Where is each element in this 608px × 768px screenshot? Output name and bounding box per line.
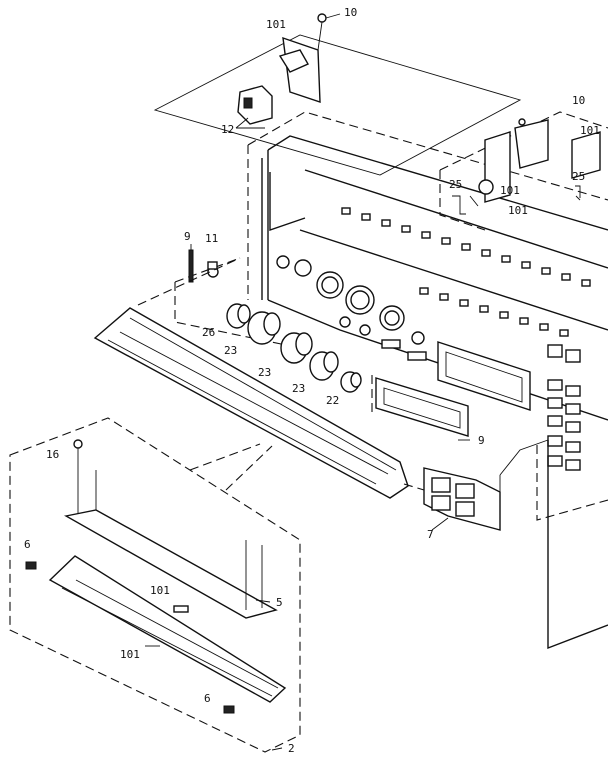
label-5: 5 — [276, 596, 283, 609]
part-labels: 101 10 12 10 101 101 101 25 25 9 11 26 2… — [24, 6, 600, 755]
label-10-right: 10 — [572, 94, 585, 107]
label-6-b: 6 — [204, 692, 211, 705]
label-9-bottom: 9 — [478, 434, 485, 447]
display-window — [437, 341, 531, 411]
label-101-right-1: 101 — [580, 124, 600, 137]
knob-set — [174, 244, 362, 393]
label-11: 11 — [205, 232, 218, 245]
side-keypad — [547, 344, 581, 471]
label-23-b: 23 — [258, 366, 271, 379]
label-101-right-2: 101 — [500, 184, 520, 197]
label-23-a: 23 — [224, 344, 237, 357]
label-7: 7 — [427, 528, 434, 541]
label-25-b: 25 — [572, 170, 585, 183]
lower-inset-assembly — [9, 417, 301, 753]
label-25-a: 25 — [449, 178, 462, 191]
label-101-bottom-2: 101 — [120, 648, 140, 661]
label-16: 16 — [46, 448, 59, 461]
label-23-c: 23 — [292, 382, 305, 395]
label-9-top: 9 — [184, 230, 191, 243]
label-101-right-3: 101 — [508, 204, 528, 217]
right-bracket-inset — [439, 111, 608, 231]
label-6-a: 6 — [24, 538, 31, 551]
label-22: 22 — [326, 394, 339, 407]
panel-button-row-mid — [419, 287, 569, 337]
panel-button-row-top — [341, 207, 591, 287]
label-26: 26 — [202, 326, 215, 339]
label-10-top: 10 — [344, 6, 357, 19]
leader-lines — [145, 127, 581, 751]
label-101-top: 101 — [266, 18, 286, 31]
display-lens — [371, 375, 469, 437]
top-bracket-assembly — [153, 13, 522, 176]
label-12: 12 — [221, 123, 234, 136]
label-101-bottom-1: 101 — [150, 584, 170, 597]
label-2: 2 — [288, 742, 295, 755]
subpanel-bar — [93, 257, 549, 520]
front-panel — [247, 111, 608, 650]
panel-bracket-7 — [423, 467, 501, 531]
panel-knob-holes — [276, 255, 425, 345]
